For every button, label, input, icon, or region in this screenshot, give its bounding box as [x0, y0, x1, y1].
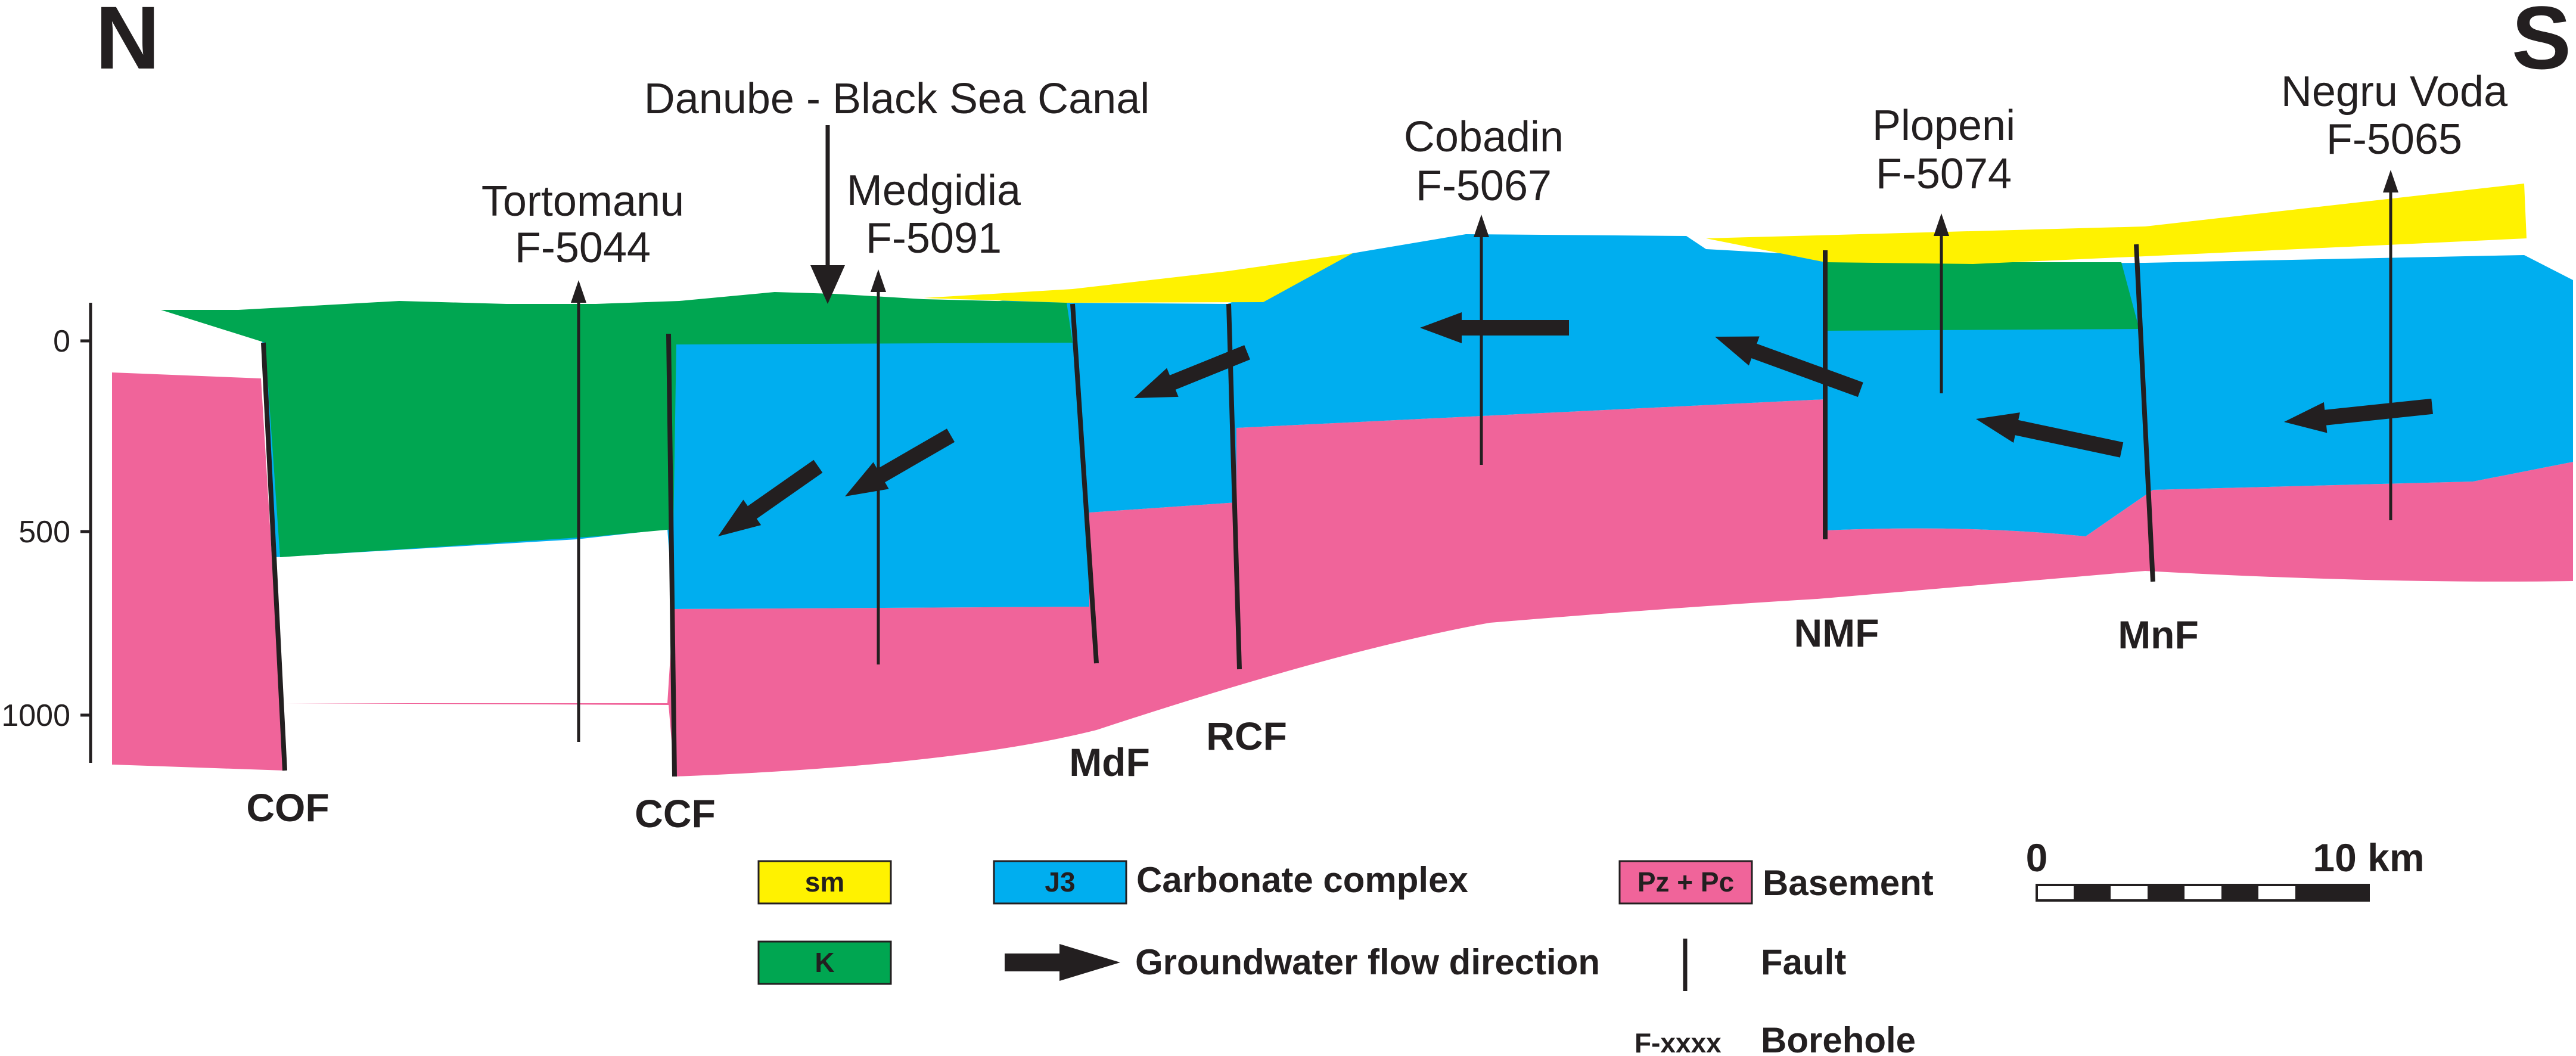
flow-arrow-icon	[718, 459, 823, 536]
borehole-arrowhead-icon	[571, 280, 586, 303]
legend-label-fault: Fault	[1761, 942, 1846, 982]
depth-axis	[80, 303, 92, 763]
flow-arrow-icon	[1420, 312, 1569, 343]
borehole-id: F-5065	[2326, 116, 2462, 163]
borehole-arrowhead-icon	[1934, 213, 1949, 236]
borehole-name: Cobadin	[1404, 113, 1564, 161]
borehole-id: F-5044	[515, 224, 651, 272]
flow-arrow-icon	[845, 428, 955, 496]
flow-arrow-icon	[2284, 398, 2433, 433]
south-label: S	[2512, 0, 2571, 88]
legend-swatch-k	[757, 940, 892, 985]
fault-label: NMF	[1794, 611, 1879, 655]
canal-arrow-icon	[810, 125, 845, 304]
fault-line-mnf	[2134, 244, 2155, 582]
fault-line-mdf	[1070, 303, 1099, 664]
canal-label: Danube - Black Sea Canal	[644, 75, 1150, 123]
depth-tick-label: 1000	[1, 698, 70, 733]
borehole-id: F-5074	[1876, 150, 2012, 198]
legend-code-borehole: F-xxxx	[1635, 1027, 1722, 1056]
sm-sarmatian-layer	[924, 184, 2527, 303]
legend-code-j3: J3	[1045, 866, 1075, 897]
scale-bar	[2036, 884, 2370, 902]
legend: sm K J3 Carbonate complex Groundwater fl…	[757, 860, 1934, 1056]
fault-line-cof	[261, 342, 287, 771]
legend-swatch-sm	[757, 860, 892, 905]
legend-swatch-basement	[1618, 860, 1753, 905]
legend-code-k: K	[815, 947, 834, 978]
borehole-name: Plopeni	[1872, 102, 2015, 150]
fault-label: MnF	[2118, 613, 2199, 657]
fault-line-ccf	[666, 333, 677, 777]
legend-label-flow: Groundwater flow direction	[1135, 942, 1600, 982]
depth-tick-label: 0	[53, 324, 70, 359]
borehole-name: Tortomanu	[481, 178, 684, 225]
fault-label: COF	[246, 785, 329, 830]
fault-label: MdF	[1069, 740, 1150, 784]
legend-code-basement: Pz + Pc	[1637, 866, 1734, 897]
north-label: N	[95, 0, 160, 88]
legend-label-basement: Basement	[1763, 863, 1934, 903]
flow-arrow-icon	[1134, 345, 1250, 398]
borehole-arrowhead-icon	[1474, 215, 1489, 237]
k-cretaceous-layer	[161, 249, 2139, 557]
fault-label: RCF	[1206, 714, 1287, 758]
flow-arrow-icon	[1715, 336, 1863, 397]
borehole-name: Medgidia	[847, 167, 1021, 215]
legend-swatch-j3	[993, 860, 1127, 905]
legend-label-j3: Carbonate complex	[1136, 860, 1468, 900]
legend-label-borehole: Borehole	[1761, 1020, 1916, 1056]
borehole-name: Negru Voda	[2281, 68, 2508, 116]
basement-layer	[112, 372, 2573, 777]
fault-label: CCF	[635, 791, 716, 836]
depth-tick-label: 500	[18, 515, 70, 549]
legend-flow-arrow-icon	[1005, 944, 1120, 981]
borehole-arrowhead-icon	[2383, 170, 2398, 192]
scale-end-label: 10 km	[2313, 836, 2424, 880]
borehole-arrowhead-icon	[871, 269, 886, 292]
borehole-lines	[577, 174, 2392, 742]
scale-start-label: 0	[2026, 836, 2048, 880]
legend-code-sm: sm	[805, 866, 844, 897]
flow-arrows	[718, 312, 2433, 536]
borehole-id: F-5091	[866, 215, 1002, 262]
borehole-arrowheads	[571, 170, 2398, 303]
flow-arrow-icon	[1976, 412, 2124, 458]
borehole-id: F-5067	[1416, 162, 1552, 210]
